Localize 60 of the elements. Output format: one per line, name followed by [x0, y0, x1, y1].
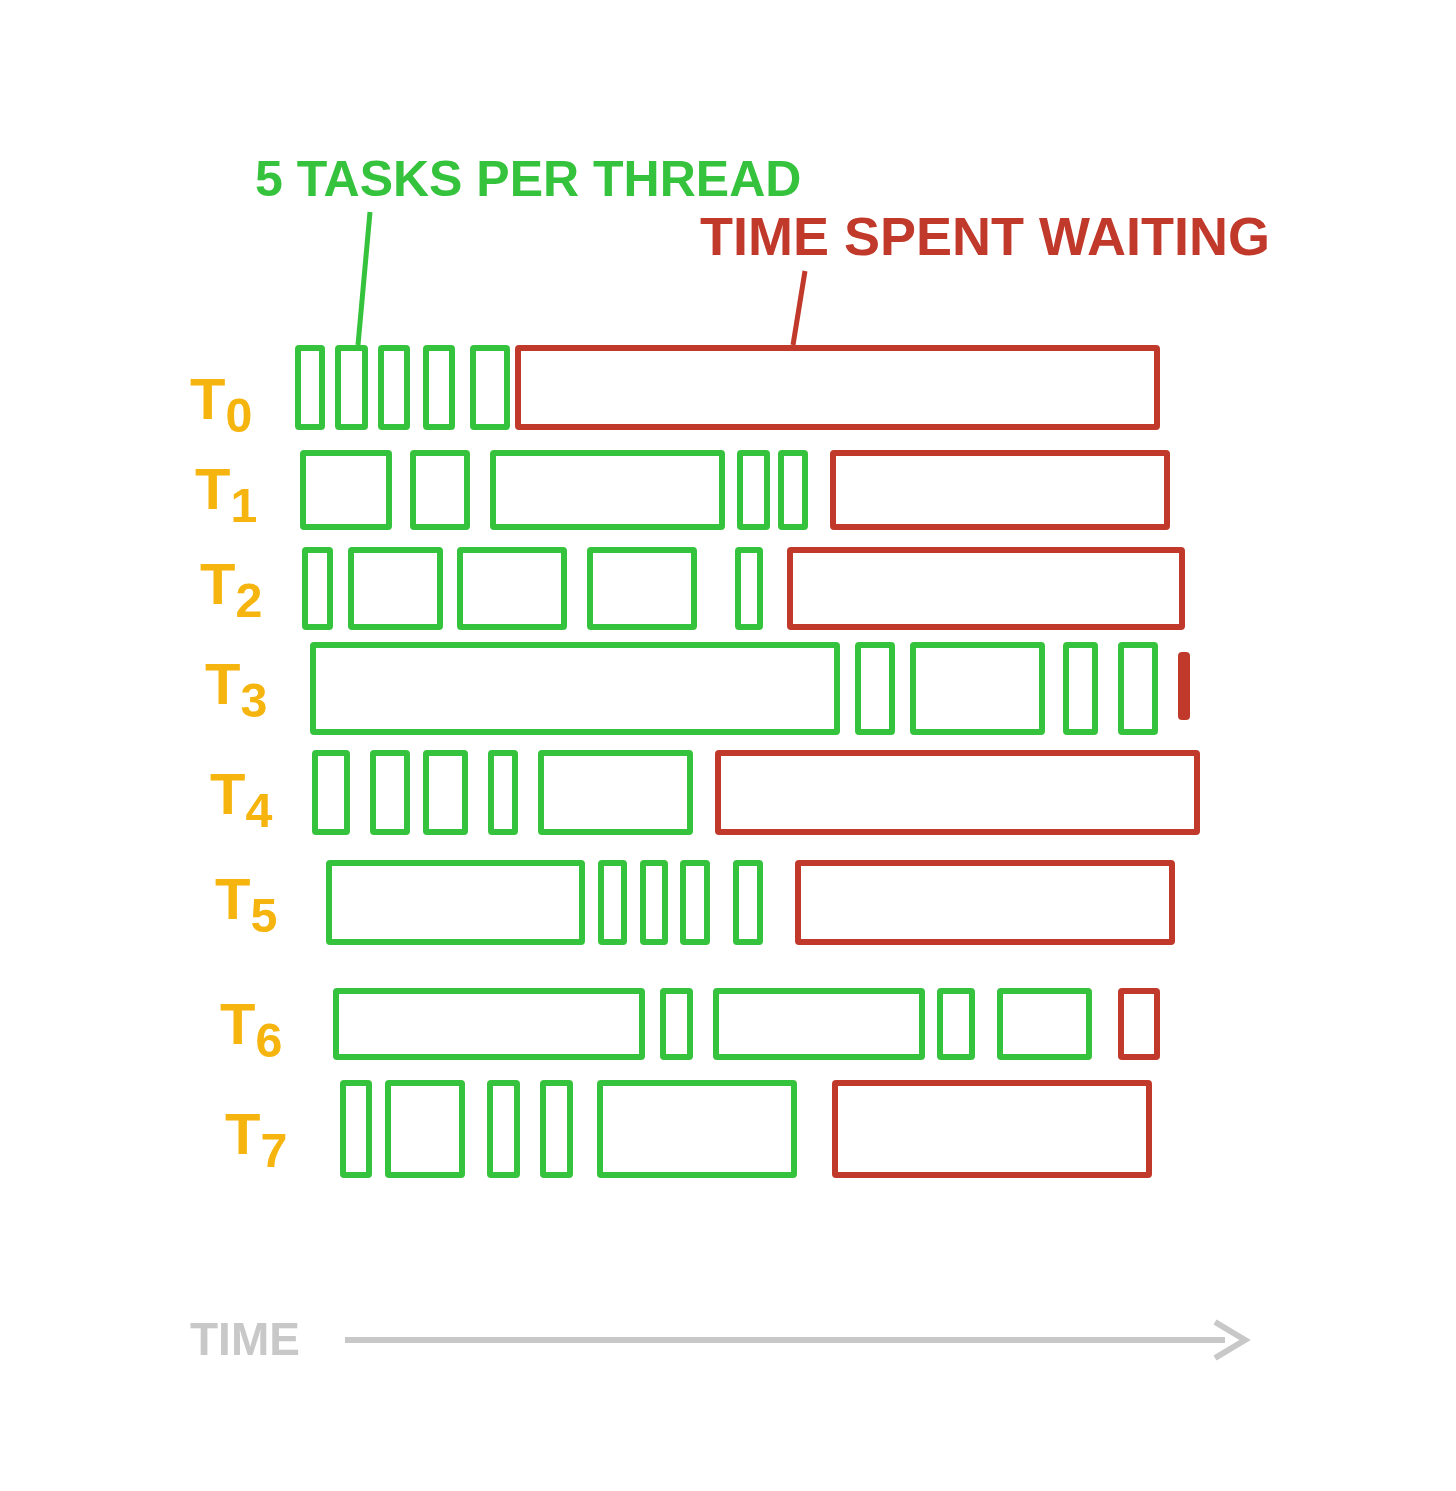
task-box	[310, 642, 840, 735]
thread-label: T$_{0}$	[190, 365, 253, 443]
thread-label: T$_{7}$	[225, 1100, 288, 1178]
task-box	[680, 860, 710, 945]
task-box	[937, 988, 975, 1060]
task-box	[910, 642, 1045, 735]
waiting-bar	[830, 450, 1170, 530]
leader-line	[790, 270, 808, 346]
task-box	[598, 860, 627, 945]
task-box	[1063, 642, 1098, 735]
heading: 5 TASKS PER THREAD	[255, 150, 802, 208]
task-box	[410, 450, 470, 530]
task-box	[423, 750, 468, 835]
task-box	[490, 450, 725, 530]
task-box	[660, 988, 693, 1060]
thread-label: T$_{3}$	[205, 650, 268, 728]
waiting-bar	[1118, 988, 1160, 1060]
task-box	[538, 750, 693, 835]
task-box	[1118, 642, 1158, 735]
task-box	[370, 750, 410, 835]
waiting-bar	[832, 1080, 1152, 1178]
task-box	[348, 547, 443, 630]
task-box	[778, 450, 808, 530]
task-box	[587, 547, 697, 630]
task-box	[326, 860, 585, 945]
task-box	[333, 988, 645, 1060]
task-box	[733, 860, 763, 945]
waiting-bar	[715, 750, 1200, 835]
waiting-bar	[787, 547, 1185, 630]
task-box	[335, 345, 368, 430]
task-box	[735, 547, 763, 630]
thread-label: T$_{6}$	[220, 990, 283, 1068]
task-box	[597, 1080, 797, 1178]
task-box	[737, 450, 770, 530]
task-box	[640, 860, 668, 945]
thread-label: T$_{1}$	[195, 455, 258, 533]
task-box	[385, 1080, 465, 1178]
task-box	[488, 750, 518, 835]
task-box	[295, 345, 325, 430]
waiting-bar	[1178, 652, 1190, 720]
task-box	[470, 345, 510, 430]
task-box	[997, 988, 1092, 1060]
thread-label: T$_{5}$	[215, 865, 278, 943]
task-box	[423, 345, 455, 430]
task-box	[855, 642, 895, 735]
thread-label: T$_{4}$	[210, 760, 273, 838]
task-box	[457, 547, 567, 630]
task-box	[300, 450, 392, 530]
leader-line	[355, 211, 373, 346]
task-box	[540, 1080, 573, 1178]
task-box	[487, 1080, 520, 1178]
task-box	[378, 345, 410, 430]
annotation-text: TIME SPENT WAITING	[700, 205, 1270, 267]
waiting-bar	[515, 345, 1160, 430]
task-box	[713, 988, 925, 1060]
waiting-bar	[795, 860, 1175, 945]
task-box	[302, 547, 333, 630]
thread-label: T$_{2}$	[200, 550, 263, 628]
task-box	[340, 1080, 372, 1178]
task-box	[312, 750, 350, 835]
